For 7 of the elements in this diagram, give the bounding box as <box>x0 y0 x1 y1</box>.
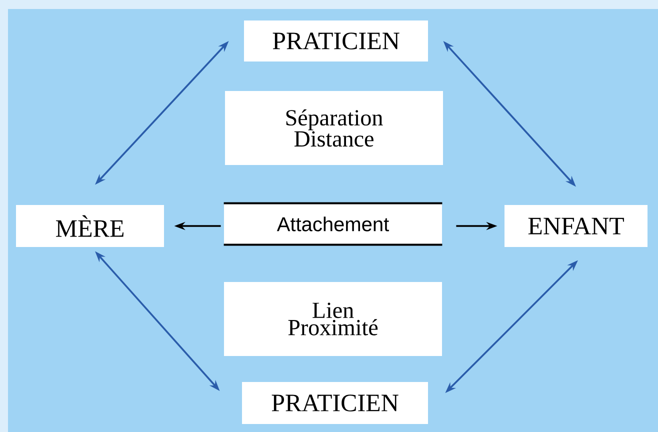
text-box: Séparation Distance <box>225 91 443 165</box>
bar-box: Attachement <box>224 202 442 246</box>
text-box: Lien Proximité <box>224 282 442 356</box>
label-box: ENFANT <box>504 205 648 247</box>
label-box: MÈRE <box>16 205 164 247</box>
label-box: PRATICIEN <box>242 382 428 424</box>
label-box: PRATICIEN <box>244 20 428 62</box>
